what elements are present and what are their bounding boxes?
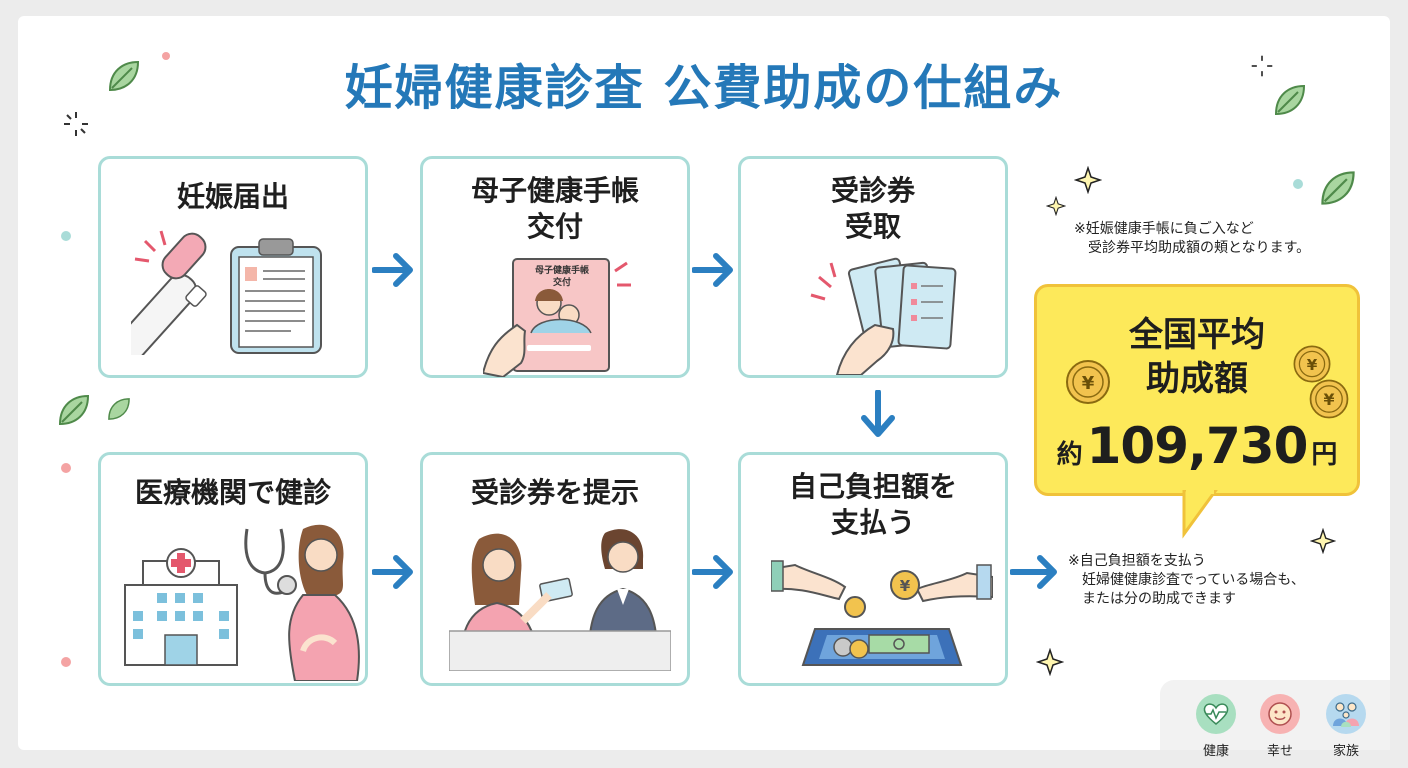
smile-icon xyxy=(1260,694,1300,734)
amount-prefix: 約 xyxy=(1056,440,1083,470)
step-label: 妊娠届出 xyxy=(176,180,289,213)
dot-deco xyxy=(1293,179,1303,189)
leaf-icon xyxy=(1321,171,1355,205)
leaf-icon xyxy=(1274,84,1306,116)
svg-text:¥: ¥ xyxy=(1307,356,1318,374)
svg-text:¥: ¥ xyxy=(900,577,911,595)
dot-deco xyxy=(61,463,71,473)
leaf-icon xyxy=(108,398,130,420)
arrow-right-icon xyxy=(692,555,733,589)
subsidy-title: 全国平均 助成額 xyxy=(1129,315,1265,399)
burst-icon xyxy=(64,112,88,136)
step-label: 母子健康手帳 交付 xyxy=(470,174,639,243)
reception-desk-icon xyxy=(449,529,671,671)
dot-deco xyxy=(162,52,170,60)
bubble-tail xyxy=(1182,490,1218,539)
step-pay-copay: 自己負担額を 支払う ¥ xyxy=(738,452,1008,686)
footer-badges: 健康 幸せ 家族 xyxy=(1160,680,1390,759)
stethoscope-icon xyxy=(244,528,297,595)
arrow-down-icon xyxy=(861,390,895,437)
page-title: 妊婦健康診査 公費助成の仕組み xyxy=(344,60,1064,116)
pregnancy-test-icon xyxy=(131,230,207,355)
step-hospital-checkup: 医療機関で健診 xyxy=(98,452,368,686)
yen-coin-icon: ¥ xyxy=(1066,360,1110,404)
heart-pulse-icon xyxy=(1196,694,1236,734)
clipboard-icon xyxy=(230,238,322,354)
badge-label: 家族 xyxy=(1332,744,1359,759)
sparkle-icon xyxy=(1074,166,1102,194)
yen-coin-icon: ¥ xyxy=(1309,379,1349,419)
step-pregnancy-notification: 妊娠届出 xyxy=(98,156,368,378)
burst-icon xyxy=(1251,55,1273,77)
arrow-right-icon xyxy=(372,555,413,589)
sparkle-icon xyxy=(1046,196,1066,216)
step-label: 自己負担額を 支払う xyxy=(788,470,957,539)
note-top: ※妊娠健康手帳に負ご入など 受診券平均助成額の頬となります。 xyxy=(1074,221,1311,256)
maternal-handbook-icon xyxy=(483,258,631,377)
badge-family: 家族 xyxy=(1316,694,1376,759)
payment-tray-icon: ¥ xyxy=(771,560,993,666)
leaf-icon xyxy=(108,60,140,92)
step-label: 受診券を提示 xyxy=(470,476,639,509)
arrow-right-icon xyxy=(692,253,733,287)
svg-text:¥: ¥ xyxy=(1323,390,1334,409)
badge-label: 健康 xyxy=(1202,744,1229,759)
dot-deco xyxy=(61,657,71,667)
sparkle-icon xyxy=(1310,528,1336,554)
hospital-icon xyxy=(124,548,238,666)
step-voucher-receive: 受診券 受取 xyxy=(738,156,1008,378)
badge-happiness: 幸せ xyxy=(1250,694,1310,759)
voucher-tickets-icon xyxy=(810,257,957,375)
leaf-icon xyxy=(58,394,90,426)
note-bottom: ※自己負担額を支払う 妊婦健健康診査でっている場合も、 または分の助成できます xyxy=(1068,553,1305,607)
svg-text:¥: ¥ xyxy=(1082,373,1095,394)
dot-deco xyxy=(61,231,71,241)
step-label: 受診券 受取 xyxy=(830,174,915,243)
badge-health: 健康 xyxy=(1186,694,1246,759)
step-label: 医療機関で健診 xyxy=(134,476,331,509)
badge-label: 幸せ xyxy=(1266,744,1293,759)
handbook-cover-text: 母子健康手帳 交付 xyxy=(534,266,589,288)
family-icon xyxy=(1326,694,1366,734)
step-handbook-issue: 母子健康手帳 交付 母子健康手帳 交付 xyxy=(420,156,690,378)
step-present-voucher: 受診券を提示 xyxy=(420,452,690,686)
sparkle-icon xyxy=(1036,648,1064,676)
arrow-right-icon xyxy=(372,253,413,287)
amount-suffix: 円 xyxy=(1311,440,1338,470)
pregnant-woman-icon xyxy=(288,524,360,681)
amount-value: 109,730 xyxy=(1086,417,1309,475)
arrow-right-icon xyxy=(1010,555,1057,589)
yen-coin-icon: ¥ xyxy=(1293,345,1331,383)
